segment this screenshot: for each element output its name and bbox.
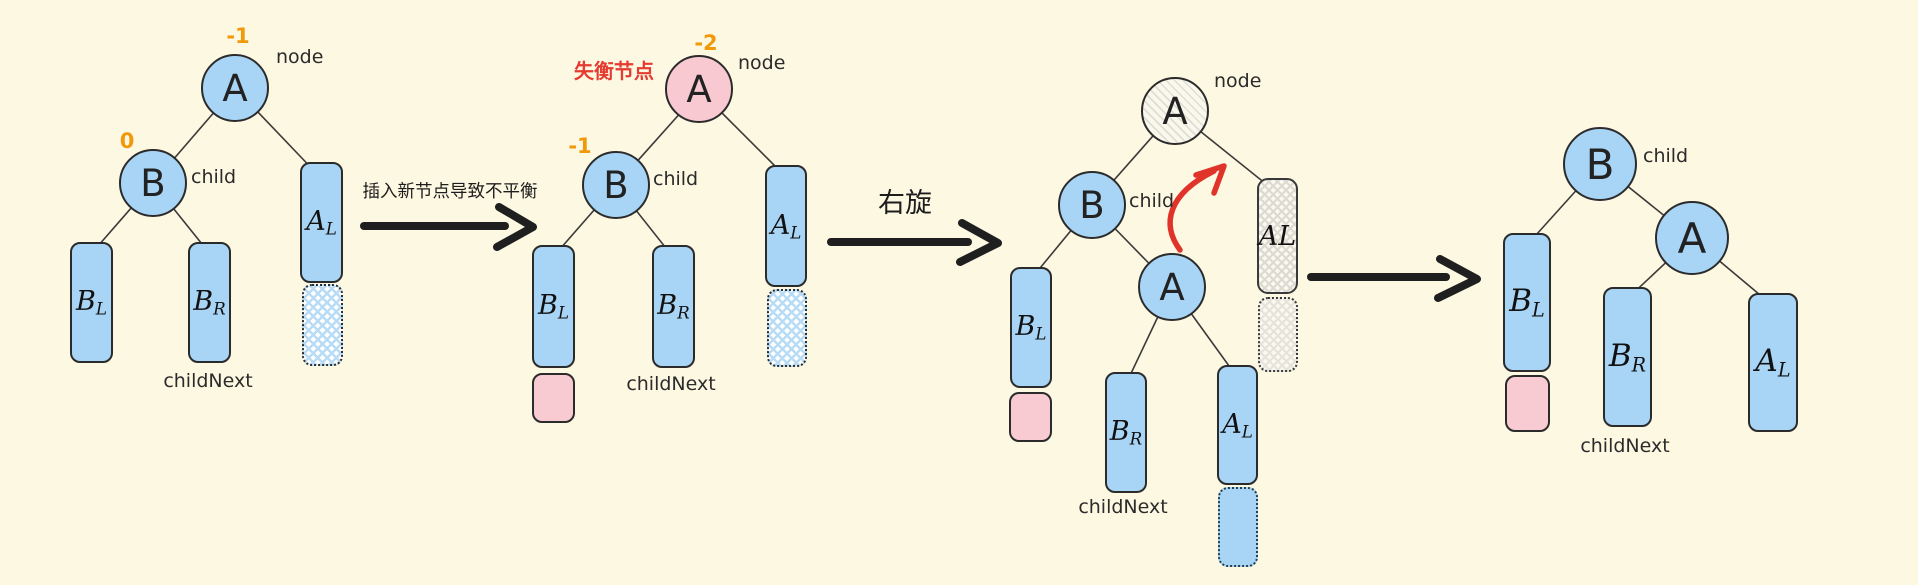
subtree-sub: L — [95, 298, 107, 319]
tree2-unbalanced-label: 失衡节点 — [574, 59, 654, 83]
subtree-main: B — [193, 286, 214, 318]
tree1-childnext-tag: childNext — [163, 370, 253, 392]
insert-arrow-icon — [360, 203, 537, 251]
tree2-childnext-tag: childNext — [626, 373, 716, 395]
tree3-old-ghost-slot — [1258, 297, 1298, 372]
tree4-inserted-node — [1505, 375, 1550, 432]
tree4-edges — [1526, 163, 1773, 306]
subtree-sub: L — [1035, 323, 1047, 344]
tree3-moved-slot — [1218, 487, 1258, 567]
tree2-node-tag: node — [738, 52, 786, 74]
tree3-inserted-node — [1009, 392, 1052, 442]
tree1-node-a-circle: A — [201, 54, 269, 122]
tree2-balance-b: -1 — [568, 134, 592, 158]
subtree-sub: L — [1278, 220, 1297, 252]
subtree-main: B — [657, 290, 678, 322]
tree3-old-al-ghost: AL — [1257, 178, 1298, 294]
subtree-main: A — [306, 206, 326, 238]
tree4-node-b-label: B — [1585, 139, 1615, 189]
tree1-node-a-label: A — [222, 66, 248, 110]
tree2-subtree-al: AL — [765, 165, 807, 287]
tree2-subtree-br: BR — [652, 245, 695, 368]
tree2-subtree-bl: BL — [532, 245, 575, 368]
tree4-node-a-circle: A — [1655, 201, 1729, 275]
subtree-main: A — [1222, 408, 1242, 440]
subtree-sub: R — [677, 302, 690, 323]
subtree-sub: R — [213, 298, 226, 319]
tree1-ghost-slot — [302, 284, 343, 366]
subtree-sub: L — [557, 302, 569, 323]
tree2-ghost-slot — [767, 289, 807, 367]
tree1-subtree-br: BR — [188, 242, 231, 363]
tree2-child-tag: child — [653, 168, 699, 190]
subtree-main: B — [1608, 337, 1632, 374]
result-arrow-icon — [1307, 255, 1481, 302]
tree3-child-tag: child — [1129, 190, 1175, 212]
tree3-subtree-bl: BL — [1010, 267, 1052, 388]
tree3-subtree-al: AL — [1217, 365, 1258, 485]
tree1-node-b-label: B — [140, 161, 166, 205]
subtree-main: B — [1509, 283, 1532, 320]
tree3-edges — [1030, 110, 1277, 385]
tree3-childnext-tag: childNext — [1078, 496, 1168, 518]
tree3-node-a-label: A — [1159, 265, 1185, 309]
tree1-balance-a: -1 — [226, 24, 250, 48]
tree3-old-root-a-circle: A — [1141, 77, 1209, 145]
tree3-node-a-circle: A — [1138, 253, 1206, 321]
rotate-arrow-caption: 右旋 — [878, 188, 932, 219]
rotate-arrow-icon — [827, 219, 1002, 266]
subtree-sub: L — [790, 222, 802, 243]
tree2-balance-a: -2 — [694, 31, 718, 55]
tree3-node-tag: node — [1214, 70, 1262, 92]
tree3-subtree-br: BR — [1105, 372, 1147, 493]
subtree-main: A — [770, 209, 791, 241]
tree2-node-b-label: B — [603, 163, 629, 207]
tree1-balance-b: 0 — [119, 129, 135, 153]
tree4-childnext-tag: childNext — [1580, 435, 1670, 457]
subtree-sub: R — [1631, 353, 1647, 377]
tree1-subtree-al: AL — [300, 162, 343, 283]
tree4-node-b-circle: B — [1563, 127, 1637, 201]
tree2-node-a-circle: A — [665, 55, 733, 123]
subtree-main: B — [1109, 416, 1130, 448]
tree4-subtree-bl: BL — [1503, 233, 1551, 372]
rotation-red-arrow-icon — [1167, 163, 1227, 253]
tree1-subtree-bl: BL — [70, 242, 113, 363]
tree3-node-b-label: B — [1079, 183, 1105, 227]
tree1-child-tag: child — [191, 166, 237, 188]
insert-arrow-caption: 插入新节点导致不平衡 — [362, 182, 538, 202]
tree2-node-a-label: A — [686, 67, 712, 111]
subtree-main: B — [1015, 311, 1036, 343]
tree1-node-tag: node — [276, 46, 324, 68]
tree3-node-b-circle: B — [1058, 171, 1126, 239]
tree4-node-a-label: A — [1677, 213, 1707, 263]
subtree-sub: L — [1532, 298, 1545, 322]
subtree-sub: L — [1777, 358, 1791, 382]
tree1-node-b-circle: B — [119, 149, 187, 217]
tree4-subtree-br: BR — [1603, 287, 1652, 427]
subtree-main: A — [1755, 343, 1778, 380]
tree3-old-root-a-label: A — [1162, 89, 1188, 133]
tree2-node-b-circle: B — [582, 151, 650, 219]
subtree-sub: L — [1241, 421, 1253, 442]
subtree-main: B — [76, 286, 96, 318]
tree4-child-tag: child — [1643, 145, 1689, 167]
subtree-sub: R — [1129, 428, 1143, 449]
subtree-main: A — [1258, 220, 1279, 252]
subtree-sub: L — [325, 218, 337, 239]
tree4-subtree-al: AL — [1748, 293, 1798, 432]
tree2-inserted-node — [532, 373, 575, 423]
subtree-main: B — [538, 290, 558, 322]
